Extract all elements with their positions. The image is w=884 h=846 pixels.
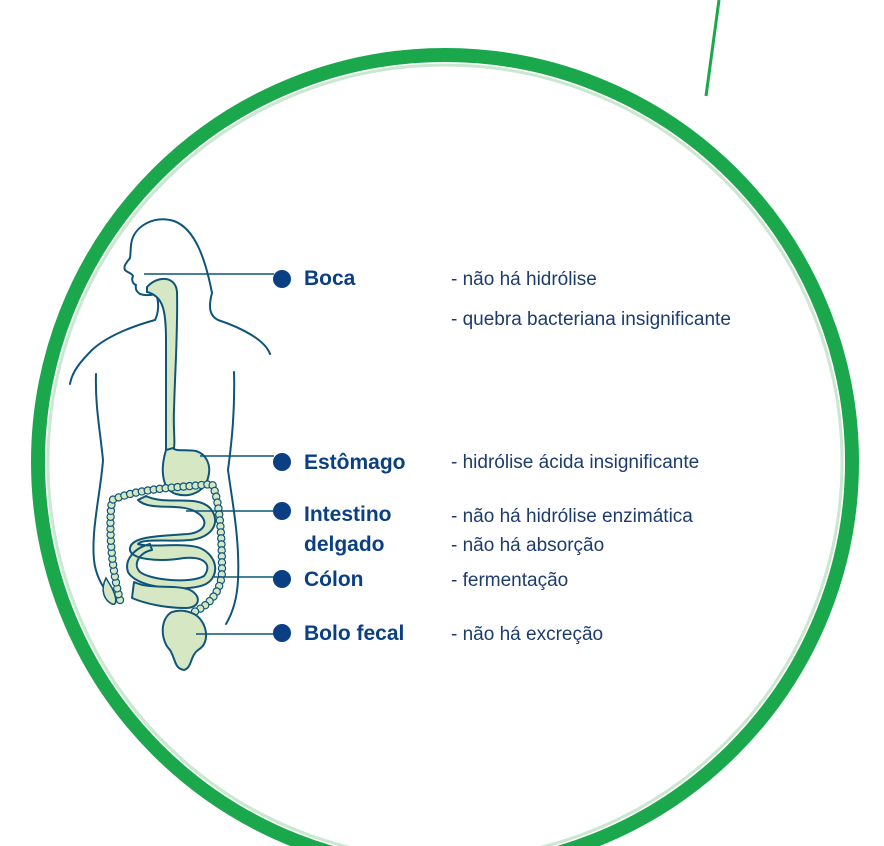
label-boca: Boca — [304, 267, 355, 291]
note-boca-1: - não há hidrólise — [451, 268, 597, 292]
fecal-bolus — [163, 611, 206, 670]
dot-boca — [273, 270, 291, 288]
dot-estomago — [273, 453, 291, 471]
esophagus — [147, 279, 177, 452]
label-intestino-2: delgado — [304, 533, 385, 557]
note-colon-1: - fermentação — [451, 569, 568, 593]
label-estomago: Estômago — [304, 451, 406, 475]
note-estomago-1: - hidrólise ácida insignificante — [451, 451, 699, 475]
green-ring — [38, 55, 852, 846]
bullet-dots — [273, 270, 291, 642]
note-bolo-1: - não há excreção — [451, 623, 603, 647]
ring-string — [706, 0, 719, 96]
dot-bolo — [273, 624, 291, 642]
label-intestino: Intestino — [304, 503, 392, 527]
label-colon: Cólon — [304, 568, 363, 592]
note-intestino-2: - não há absorção — [451, 534, 604, 558]
label-bolo: Bolo fecal — [304, 622, 404, 646]
note-intestino-1: - não há hidrólise enzimática — [451, 505, 693, 529]
note-boca-2: - quebra bacteriana insignificante — [451, 308, 731, 332]
dot-intestino — [273, 502, 291, 520]
dot-colon — [273, 570, 291, 588]
small-intestine — [127, 496, 215, 608]
